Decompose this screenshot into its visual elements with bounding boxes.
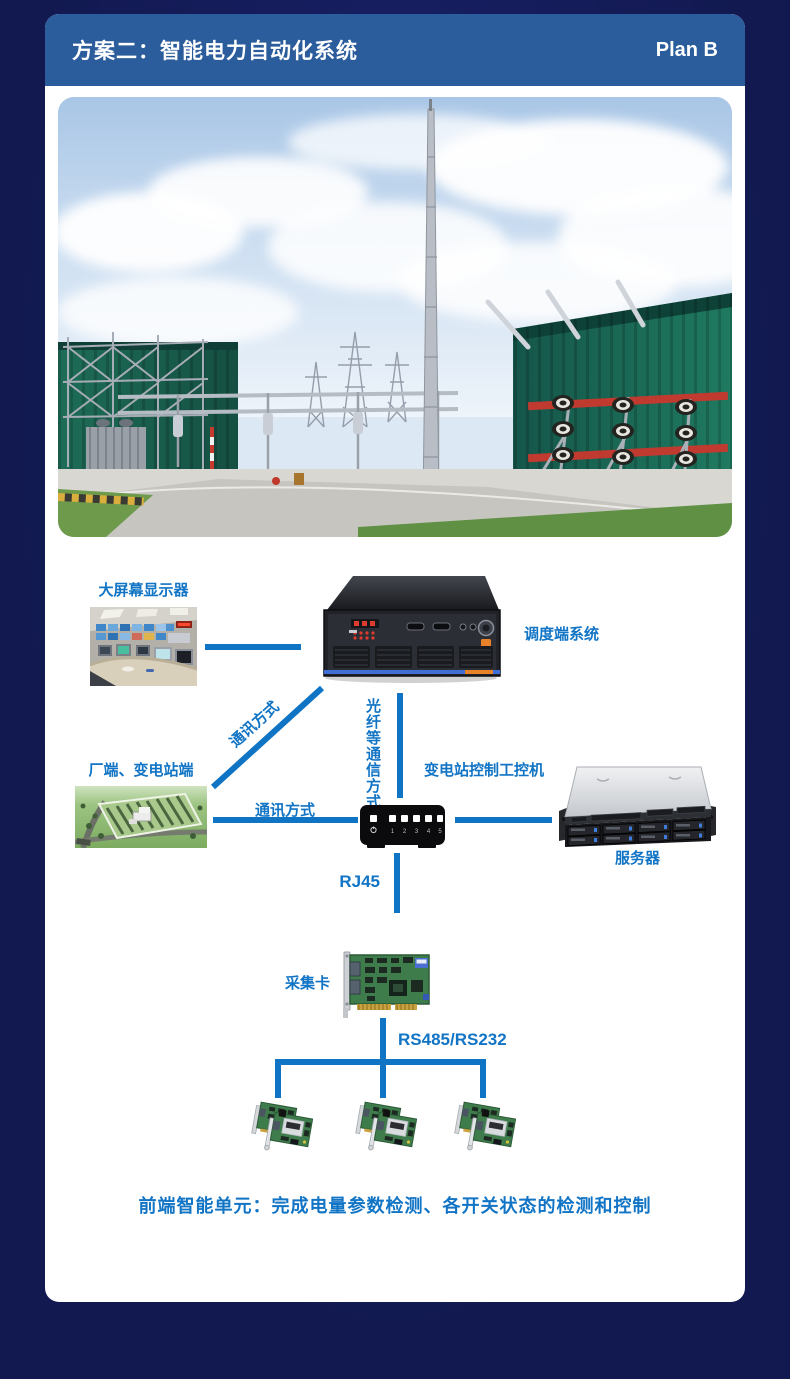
capture-card-image: [337, 950, 433, 1020]
smart-unit-card-1: [251, 1100, 313, 1158]
comm-method-horizontal-label: 通讯方式: [254, 802, 315, 819]
capture-card-label: 采集卡: [285, 975, 331, 992]
rj45-label: RJ45: [339, 872, 380, 891]
control-room-image: [90, 607, 197, 686]
footer-note: 前端智能单元：完成电量参数检测、各开关状态的检测和控制: [138, 1196, 652, 1216]
server-label: 服务器: [614, 850, 660, 867]
switch-power-icon: [370, 826, 377, 834]
substation-ipc-label: 变电站控制工控机: [424, 762, 545, 779]
switch-port-4: 4: [427, 829, 431, 835]
dispatch-chassis-image: [315, 570, 507, 684]
smart-unit-card-2: [355, 1100, 417, 1158]
page-title: 方案二：智能电力自动化系统: [72, 40, 358, 63]
plan-label: Plan B: [655, 38, 718, 61]
server-image: [557, 763, 718, 849]
display-wall-label: 大屏幕显示器: [98, 582, 189, 599]
fiber-comm-label: 光纤等通信方式: [364, 698, 381, 810]
substation-photo: [58, 97, 732, 537]
dispatch-system-label: 调度端系统: [524, 626, 600, 643]
switch-port-1: 1: [391, 829, 395, 835]
smart-unit-card-3: [454, 1100, 516, 1158]
plant-side-label: 厂端、变电站端: [88, 762, 194, 779]
switch-port-2: 2: [403, 829, 407, 835]
content-card: 方案二：智能电力自动化系统 Plan B: [45, 14, 745, 1302]
switch-port-3: 3: [415, 829, 419, 835]
switch-port-5: 5: [438, 829, 442, 835]
header-band: 方案二：智能电力自动化系统 Plan B: [45, 14, 745, 86]
switch-image: 1 2 3 4 5: [360, 805, 445, 859]
substation-photo-art: [58, 97, 732, 537]
comm-method-diagonal-label: 通讯方式: [226, 698, 283, 752]
rs485-label: RS485/RS232: [398, 1030, 507, 1049]
plant-aerial-image: [75, 786, 207, 848]
